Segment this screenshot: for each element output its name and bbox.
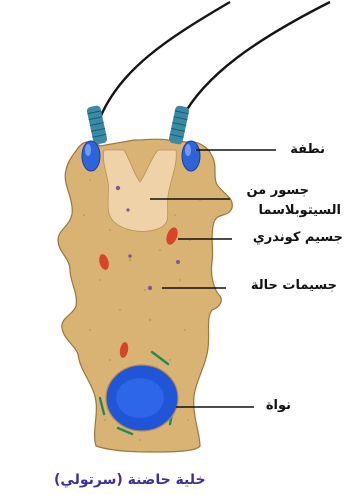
- left-sperm-head: [82, 141, 100, 171]
- label-cytoplasmic-bridge-line1: جسور من: [246, 183, 309, 199]
- bridge-dot: [116, 186, 120, 190]
- lysosome: [128, 254, 132, 258]
- label-cytoplasmic-bridge-line2: السيتوبلاسما: [259, 203, 341, 219]
- label-nucleus: نواة: [266, 398, 291, 414]
- right-flagellum: [182, 2, 330, 118]
- label-spermatid: نطفة: [290, 142, 325, 158]
- right-sperm-midpiece: [168, 105, 190, 145]
- lysosome: [148, 286, 152, 290]
- label-lysosome: جسيمات حالة: [251, 278, 337, 294]
- left-flagellum: [100, 2, 230, 118]
- left-sperm-head-highlight: [85, 144, 91, 156]
- left-sperm-midpiece: [86, 105, 108, 145]
- lysosome: [176, 260, 180, 264]
- figure-caption: خلية حاضنة (سرتولي): [54, 472, 206, 488]
- right-sperm-head-highlight: [185, 144, 191, 156]
- right-sperm-head: [182, 141, 200, 171]
- label-mitochondrion: جسيم كوندري: [253, 230, 343, 246]
- bridge-dot: [126, 208, 129, 211]
- nucleus-inner: [116, 378, 164, 418]
